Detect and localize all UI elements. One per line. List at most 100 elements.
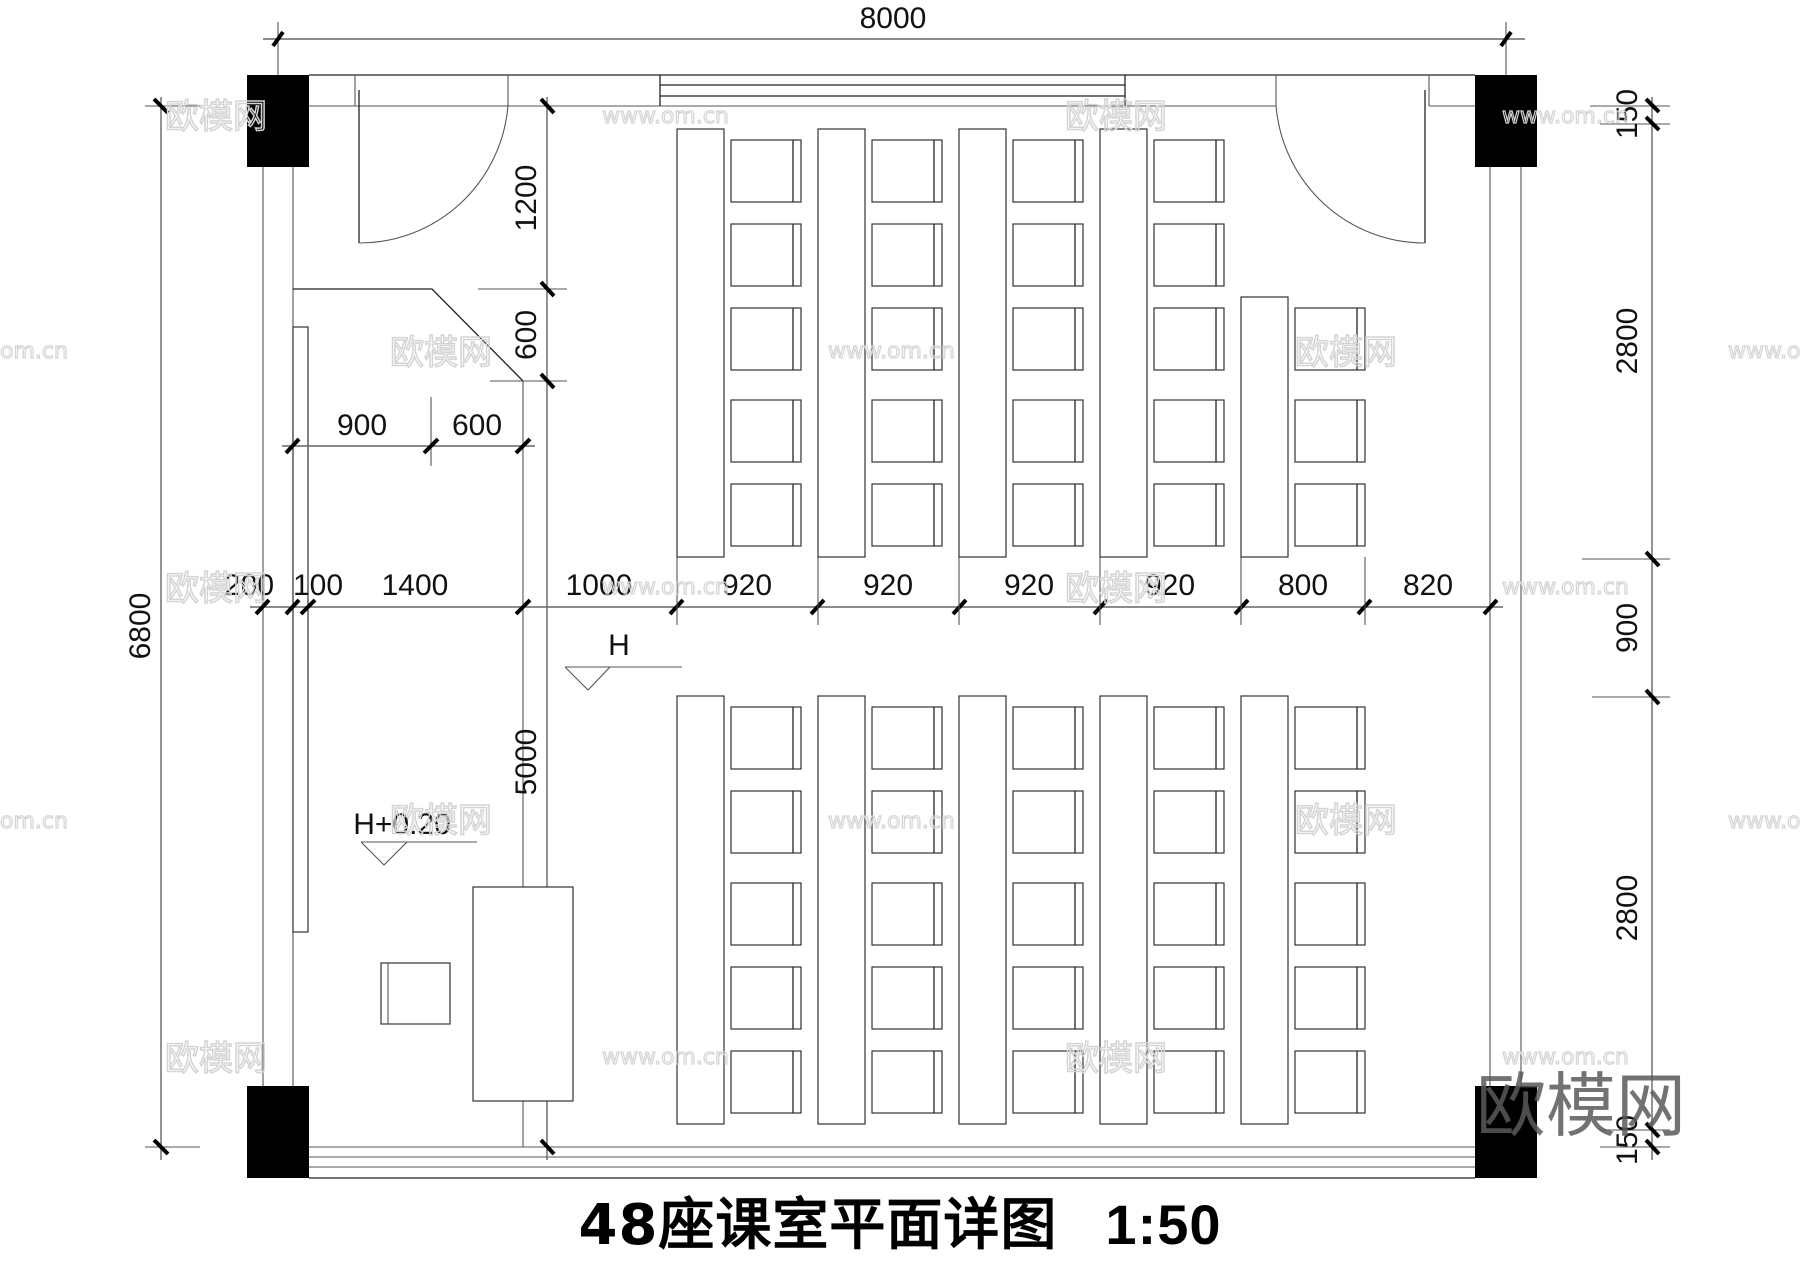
student-seat <box>871 483 943 547</box>
student-desk <box>817 128 866 558</box>
student-desk <box>1099 695 1148 1125</box>
whiteboard-panel <box>292 326 309 933</box>
student-seat <box>871 139 943 203</box>
dim-h-6: 920 <box>1004 569 1054 602</box>
watermark-brand-large: 欧模网 <box>1476 1065 1686 1147</box>
student-seat <box>1153 483 1225 547</box>
student-seat <box>1012 307 1084 371</box>
student-seat <box>730 966 802 1030</box>
watermark-url: www.om.cn <box>602 575 729 600</box>
seating-block-bottom <box>676 695 1366 1125</box>
student-desk <box>817 695 866 1125</box>
student-seat <box>871 223 943 287</box>
watermarks: 欧模网 欧模网 欧模网 欧模网 欧模网 欧模网 欧模网 欧模网 欧模网 欧模网 … <box>0 96 1800 1147</box>
dim-right-0: 150 <box>1611 89 1644 139</box>
student-seat <box>730 223 802 287</box>
dim-left-horizontal-1: 600 <box>452 409 502 442</box>
student-seat <box>730 882 802 946</box>
student-desk <box>958 128 1007 558</box>
pillar-bottom-left <box>247 1086 309 1178</box>
watermark-brand: 欧模网 <box>165 1039 267 1079</box>
watermark-url: www.om.cn <box>1502 104 1629 129</box>
watermark-url: www.om.cn <box>1502 1045 1629 1070</box>
student-seat <box>871 882 943 946</box>
dim-h-0: 200 <box>224 569 274 602</box>
student-seat <box>730 483 802 547</box>
teacher-chair <box>380 962 451 1025</box>
watermark-url: om.cn <box>0 339 68 364</box>
student-seat <box>1153 139 1225 203</box>
pillar-top-right <box>1475 75 1537 167</box>
student-seat <box>1153 223 1225 287</box>
walls <box>262 74 1522 1179</box>
student-seat <box>871 307 943 371</box>
student-seat <box>871 399 943 463</box>
student-seat <box>871 966 943 1030</box>
watermark-url: www.om.cn <box>1728 339 1800 364</box>
dim-right-4: 150 <box>1611 1115 1644 1165</box>
student-seat <box>871 1050 943 1114</box>
student-seat <box>1153 307 1225 371</box>
dimension-left-internal: 1200 600 5000 900 600 <box>282 97 567 1160</box>
level-marker-platform: H+0.20 <box>353 808 477 866</box>
dimension-overall-depth: 6800 <box>124 97 200 1160</box>
student-desk <box>1240 296 1289 558</box>
watermark-brand: 欧模网 <box>165 97 267 137</box>
dimension-horizontal-chain: 200 100 1400 1000 920 920 920 920 800 82… <box>224 557 1503 625</box>
student-desk <box>958 695 1007 1125</box>
top-window <box>659 75 1126 107</box>
dimension-overall-width: 8000 <box>263 2 1525 75</box>
student-seat <box>871 706 943 770</box>
student-seat <box>1153 790 1225 854</box>
student-seat <box>1294 882 1366 946</box>
dim-h-3: 1000 <box>566 569 633 602</box>
watermark-url: www.om.cn <box>828 339 955 364</box>
student-seat <box>1294 399 1366 463</box>
student-seat <box>1294 483 1366 547</box>
student-seat <box>1153 399 1225 463</box>
student-seat <box>1012 399 1084 463</box>
pillar-top-left <box>247 75 309 167</box>
student-seat <box>730 139 802 203</box>
dim-right-2: 900 <box>1611 603 1644 653</box>
platform-partition <box>292 288 524 1147</box>
watermark-url: www.om.cn <box>828 809 955 834</box>
door-left <box>358 90 509 244</box>
student-desk <box>676 128 725 558</box>
dim-h-7: 920 <box>1145 569 1195 602</box>
student-seat <box>730 1050 802 1114</box>
level-floor-label: H <box>608 629 630 662</box>
student-seat <box>1012 1050 1084 1114</box>
dim-overall-width-label: 8000 <box>860 2 927 35</box>
watermark-brand: 欧模网 <box>390 333 492 373</box>
student-seat <box>1012 882 1084 946</box>
watermark-brand: 欧模网 <box>165 569 267 609</box>
watermark-brand: 欧模网 <box>1065 97 1167 137</box>
watermark-brand: 欧模网 <box>390 801 492 841</box>
drawing-title-text: 48座课室平面详图 <box>578 1193 1058 1258</box>
watermark-url: www.om.cn <box>602 1045 729 1070</box>
student-seat <box>1012 966 1084 1030</box>
student-seat <box>730 307 802 371</box>
student-desk <box>1099 128 1148 558</box>
dim-h-9: 820 <box>1403 569 1453 602</box>
student-seat <box>1294 307 1366 371</box>
dim-right-3: 2800 <box>1611 875 1644 942</box>
student-seat <box>1153 966 1225 1030</box>
level-marker-floor: H <box>564 629 682 691</box>
student-seat <box>1012 790 1084 854</box>
student-seat <box>1012 483 1084 547</box>
seating-block-top <box>676 128 1366 558</box>
watermark-url: www.om.cn <box>1728 809 1800 834</box>
student-seat <box>1153 1050 1225 1114</box>
watermark-url: www.om.cn <box>1502 575 1629 600</box>
watermark-url: om.cn <box>0 809 68 834</box>
student-seat <box>1012 223 1084 287</box>
teacher-podium <box>472 886 574 1102</box>
dim-left-internal-0: 1200 <box>510 165 543 232</box>
student-seat <box>1012 139 1084 203</box>
student-desk <box>1240 695 1289 1125</box>
student-seat <box>1294 1050 1366 1114</box>
student-seat <box>730 399 802 463</box>
